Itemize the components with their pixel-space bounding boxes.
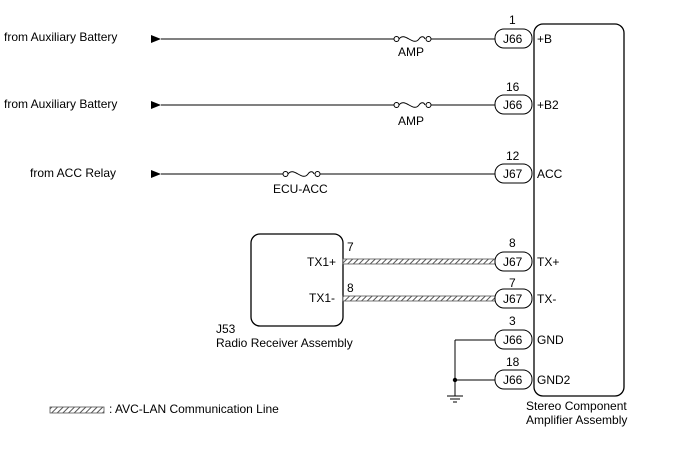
connector-label	[494, 369, 533, 390]
fuse-icon	[287, 171, 315, 177]
source-pin-number: 8	[347, 281, 354, 295]
amplifier-name-line1: Stereo Component	[526, 399, 627, 413]
connector-code: J67	[503, 167, 523, 181]
splice-point	[452, 377, 458, 383]
fuse-label: AMP	[398, 114, 424, 128]
connector-code: J67	[503, 255, 523, 269]
terminal-label: GND2	[537, 373, 571, 387]
input-label: from Auxiliary Battery	[4, 30, 117, 44]
input-row-aux-battery-2: from Auxiliary Battery AMP 16 J66 +B2	[4, 80, 559, 128]
pin-number: 3	[509, 314, 516, 328]
avc-lan-wire	[342, 258, 496, 265]
connector-code: J66	[503, 32, 523, 46]
arrow-right-icon	[151, 35, 161, 43]
terminal-label: GND	[537, 333, 564, 347]
pin-number: 1	[509, 13, 516, 27]
pin-number: 16	[506, 80, 520, 94]
amplifier-box	[533, 23, 625, 397]
radio-receiver-name: Radio Receiver Assembly	[216, 336, 353, 350]
terminal-label: TX-	[537, 292, 556, 306]
source-terminal-label: TX1+	[307, 255, 336, 269]
connector-code: J66	[503, 98, 523, 112]
input-label: from ACC Relay	[30, 166, 116, 180]
pin-number: 8	[509, 236, 516, 250]
fuse-icon	[398, 36, 426, 42]
avc-lan-wire	[342, 295, 496, 302]
connector-code: J66	[503, 373, 523, 387]
terminal-label: ACC	[537, 167, 563, 181]
comm-line-tx-plus: TX1+ 7 8 J67 TX+	[307, 236, 559, 272]
input-label: from Auxiliary Battery	[4, 97, 117, 111]
connector-code: J67	[503, 292, 523, 306]
legend: : AVC-LAN Communication Line	[49, 402, 279, 416]
connector-label	[494, 94, 533, 115]
fuse-icon	[398, 102, 426, 108]
amplifier-name-line2: Amplifier Assembly	[526, 413, 627, 427]
source-terminal-label: TX1-	[309, 291, 335, 305]
connector-label	[494, 28, 533, 49]
input-row-aux-battery-1: from Auxiliary Battery AMP 1 J66 +B	[4, 13, 552, 59]
ground-icon	[447, 395, 463, 403]
legend-swatch	[49, 406, 105, 414]
connector-label	[494, 329, 533, 350]
fuse-label: ECU-ACC	[273, 182, 328, 196]
fuse-label: AMP	[398, 45, 424, 59]
connector-code: J66	[503, 333, 523, 347]
legend-label: : AVC-LAN Communication Line	[109, 402, 279, 416]
connector-label	[494, 163, 533, 184]
source-pin-number: 7	[347, 240, 354, 254]
radio-receiver-code: J53	[216, 322, 236, 336]
terminal-label: +B	[537, 32, 552, 46]
pin-number: 12	[506, 149, 520, 163]
input-row-acc-relay: from ACC Relay ECU-ACC 12 J67 ACC	[30, 149, 563, 196]
ground-gnd2: 18 J66 GND2	[455, 355, 571, 390]
connector-label	[494, 251, 533, 272]
pin-number: 18	[506, 355, 520, 369]
arrow-right-icon	[151, 170, 161, 178]
ground-gnd: 3 J66 GND	[455, 314, 564, 350]
comm-line-tx-minus: TX1- 8 7 J67 TX-	[309, 276, 556, 309]
radio-receiver-box	[250, 233, 344, 327]
terminal-label: +B2	[537, 98, 559, 112]
arrow-right-icon	[151, 101, 161, 109]
terminal-label: TX+	[537, 255, 559, 269]
connector-label	[494, 288, 533, 309]
pin-number: 7	[509, 276, 516, 290]
